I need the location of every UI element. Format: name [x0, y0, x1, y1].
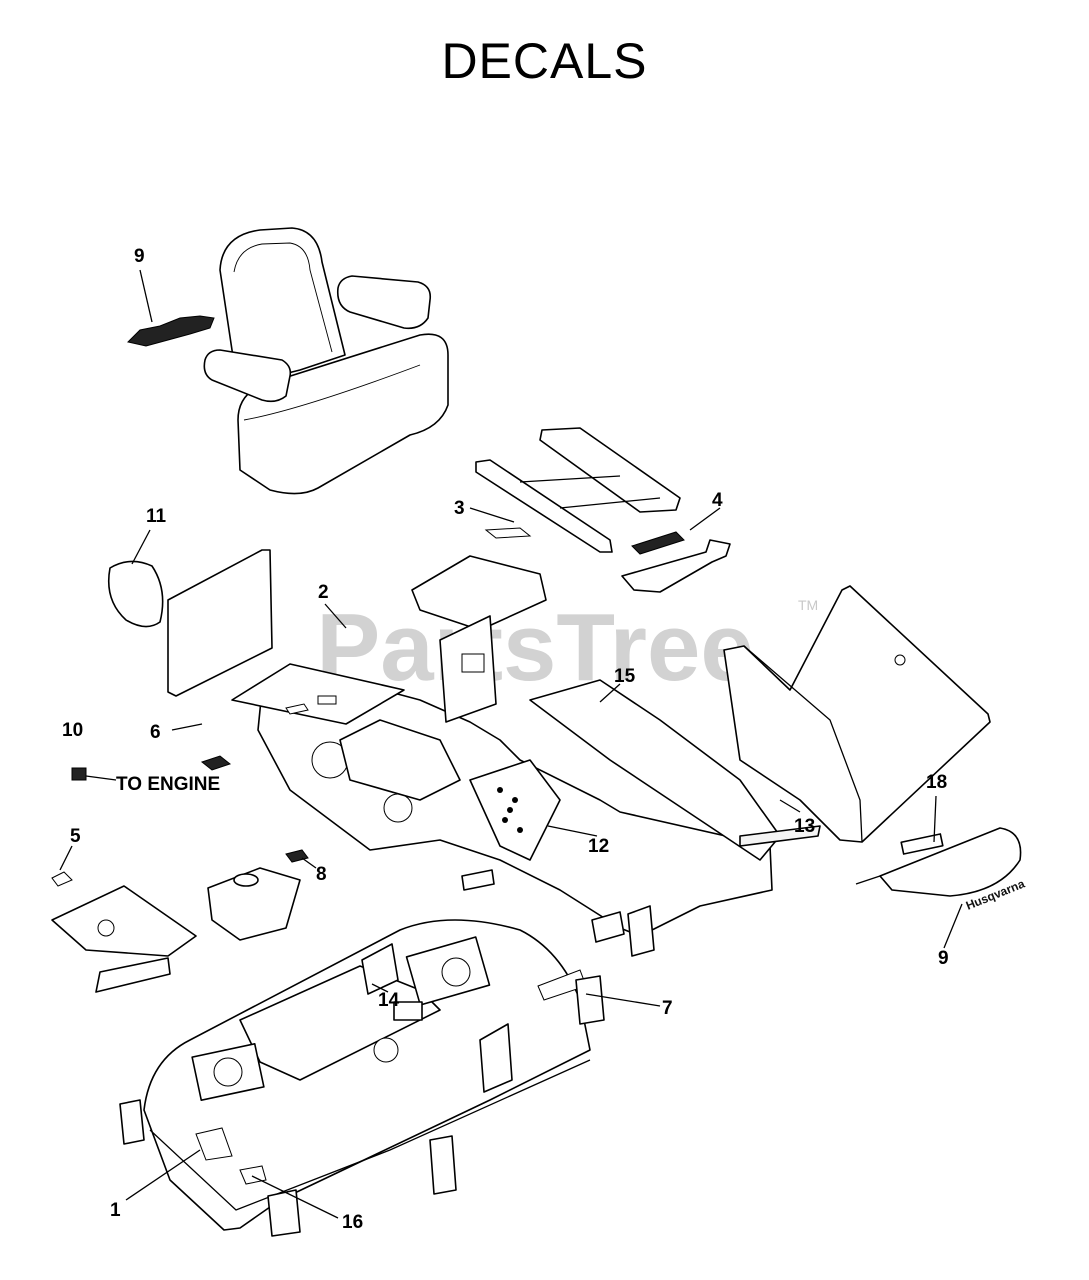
callout-12: 12	[588, 836, 609, 857]
cover-plate	[51, 885, 197, 957]
callout-1: 1	[110, 1200, 121, 1221]
callout-10: 10	[62, 720, 83, 741]
to-engine-label: TO ENGINE	[116, 774, 220, 795]
callout-7: 7	[662, 998, 673, 1019]
callout-6: 6	[150, 722, 161, 743]
bracket-4	[621, 531, 731, 593]
mower-deck	[119, 919, 605, 1237]
callout-3: 3	[454, 498, 465, 519]
callout-8: 8	[316, 864, 327, 885]
callout-11: 11	[146, 506, 167, 527]
callout-5: 5	[70, 826, 81, 847]
callout-15: 15	[614, 666, 636, 687]
seat	[127, 227, 449, 495]
callout-4: 4	[712, 490, 723, 511]
fender-platform	[723, 585, 991, 847]
callout-9-bottom: 9	[938, 948, 949, 969]
callout-2: 2	[318, 582, 329, 603]
watermark-text: PartsTree	[316, 594, 754, 701]
main-frame	[231, 555, 781, 957]
page-title: DECALS	[441, 33, 648, 89]
small-parts	[51, 755, 309, 993]
fuel-tank	[207, 867, 301, 941]
callout-16: 16	[342, 1212, 363, 1233]
leader-lines	[59, 269, 963, 1219]
watermark-tm: TM	[798, 597, 818, 613]
callout-18: 18	[926, 772, 947, 793]
callout-13: 13	[794, 816, 815, 837]
callout-14: 14	[378, 990, 400, 1011]
callout-9-top: 9	[134, 246, 145, 267]
logo-panel: Husqvarna	[855, 827, 1027, 913]
decal-10	[71, 767, 87, 781]
seat-rails	[475, 427, 681, 553]
side-panel	[107, 549, 273, 697]
